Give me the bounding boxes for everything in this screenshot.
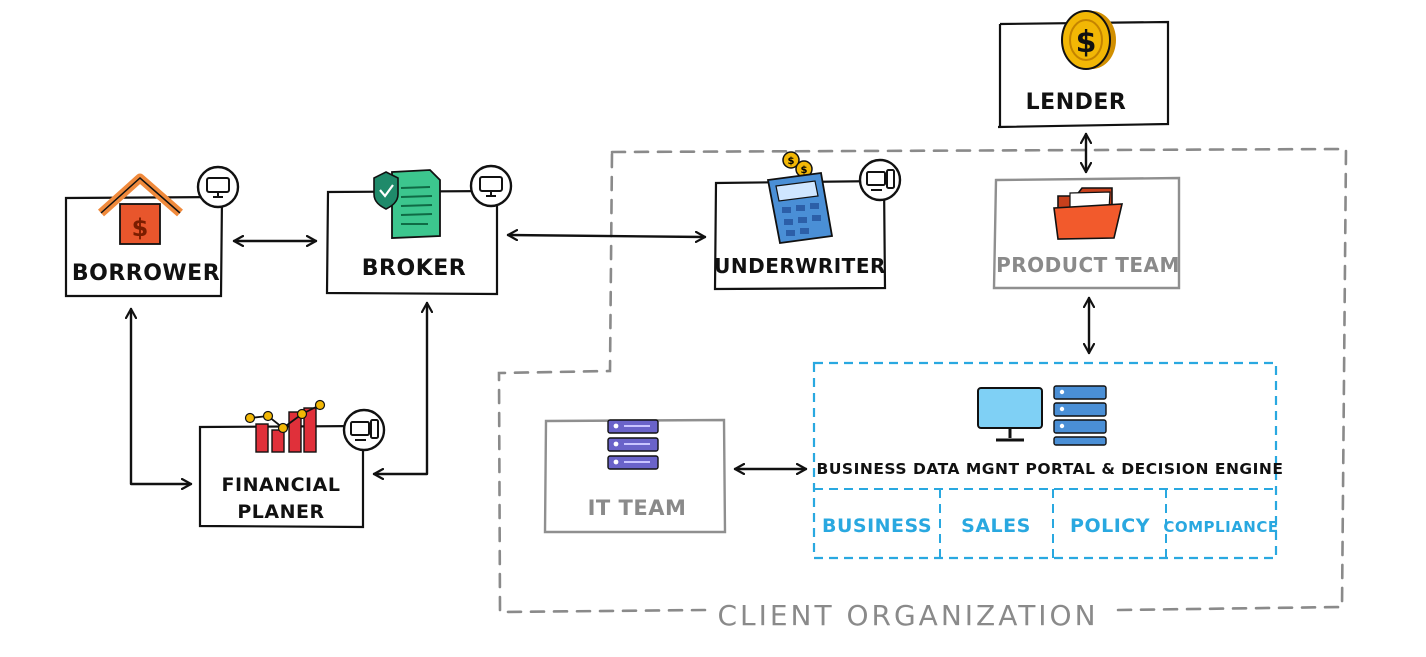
svg-text:$: $ xyxy=(1076,25,1097,60)
financial-planer-node[interactable]: FINANCIAL PLANER xyxy=(198,399,386,529)
module-sales[interactable]: SALES xyxy=(961,515,1031,537)
product-team-node[interactable]: PRODUCT TEAM xyxy=(992,176,1181,290)
lender-label: LENDER xyxy=(1026,90,1127,115)
monitor-server-icon xyxy=(977,385,1107,446)
arrow-broker-financial-planer xyxy=(372,301,427,474)
financial-planer-device-badge xyxy=(342,408,386,452)
underwriter-device-badge xyxy=(858,158,902,202)
arrow-broker-underwriter xyxy=(506,235,707,237)
module-policy[interactable]: POLICY xyxy=(1070,515,1150,537)
financial-planer-label-line1: FINANCIAL xyxy=(222,474,341,496)
lender-node[interactable]: $ LENDER xyxy=(997,10,1170,129)
svg-text:$: $ xyxy=(801,165,808,176)
module-compliance[interactable]: COMPLIANCE xyxy=(1163,518,1278,536)
it-team-node[interactable]: IT TEAM xyxy=(543,418,727,534)
client-organization-label: CLIENT ORGANIZATION xyxy=(717,599,1098,632)
module-business[interactable]: BUSINESS xyxy=(822,515,932,537)
portal-label: BUSINESS DATA MGNT PORTAL & DECISION ENG… xyxy=(817,460,1284,478)
borrower-device-badge xyxy=(196,165,240,209)
svg-text:$: $ xyxy=(788,156,795,167)
server-icon xyxy=(607,419,659,470)
product-team-label: PRODUCT TEAM xyxy=(996,253,1180,277)
underwriter-label: UNDERWRITER xyxy=(714,254,886,278)
underwriter-node[interactable]: $ $ UNDERWRITER xyxy=(713,151,902,291)
connectors xyxy=(131,132,1089,484)
dollar-coin-icon: $ xyxy=(1061,10,1116,70)
folder-icon xyxy=(1053,187,1124,240)
arrow-borrower-financial-planer xyxy=(131,307,193,484)
it-team-label: IT TEAM xyxy=(588,496,687,520)
bar-chart-icon xyxy=(244,399,326,453)
borrower-label: BORROWER xyxy=(72,261,220,286)
house-dollar-icon: $ xyxy=(97,173,183,245)
borrower-node[interactable]: $ BORROWER xyxy=(64,165,240,298)
broker-node[interactable]: BROKER xyxy=(325,164,513,296)
broker-label: BROKER xyxy=(362,256,466,281)
financial-planer-label-line2: PLANER xyxy=(237,501,324,523)
document-shield-icon xyxy=(373,169,441,239)
broker-device-badge xyxy=(469,164,513,208)
calculator-coins-icon: $ $ xyxy=(766,151,834,245)
svg-text:$: $ xyxy=(132,214,149,242)
portal-node[interactable]: BUSINESS DATA MGNT PORTAL & DECISION ENG… xyxy=(812,361,1284,560)
client-organization-group: CLIENT ORGANIZATION xyxy=(497,147,1348,632)
